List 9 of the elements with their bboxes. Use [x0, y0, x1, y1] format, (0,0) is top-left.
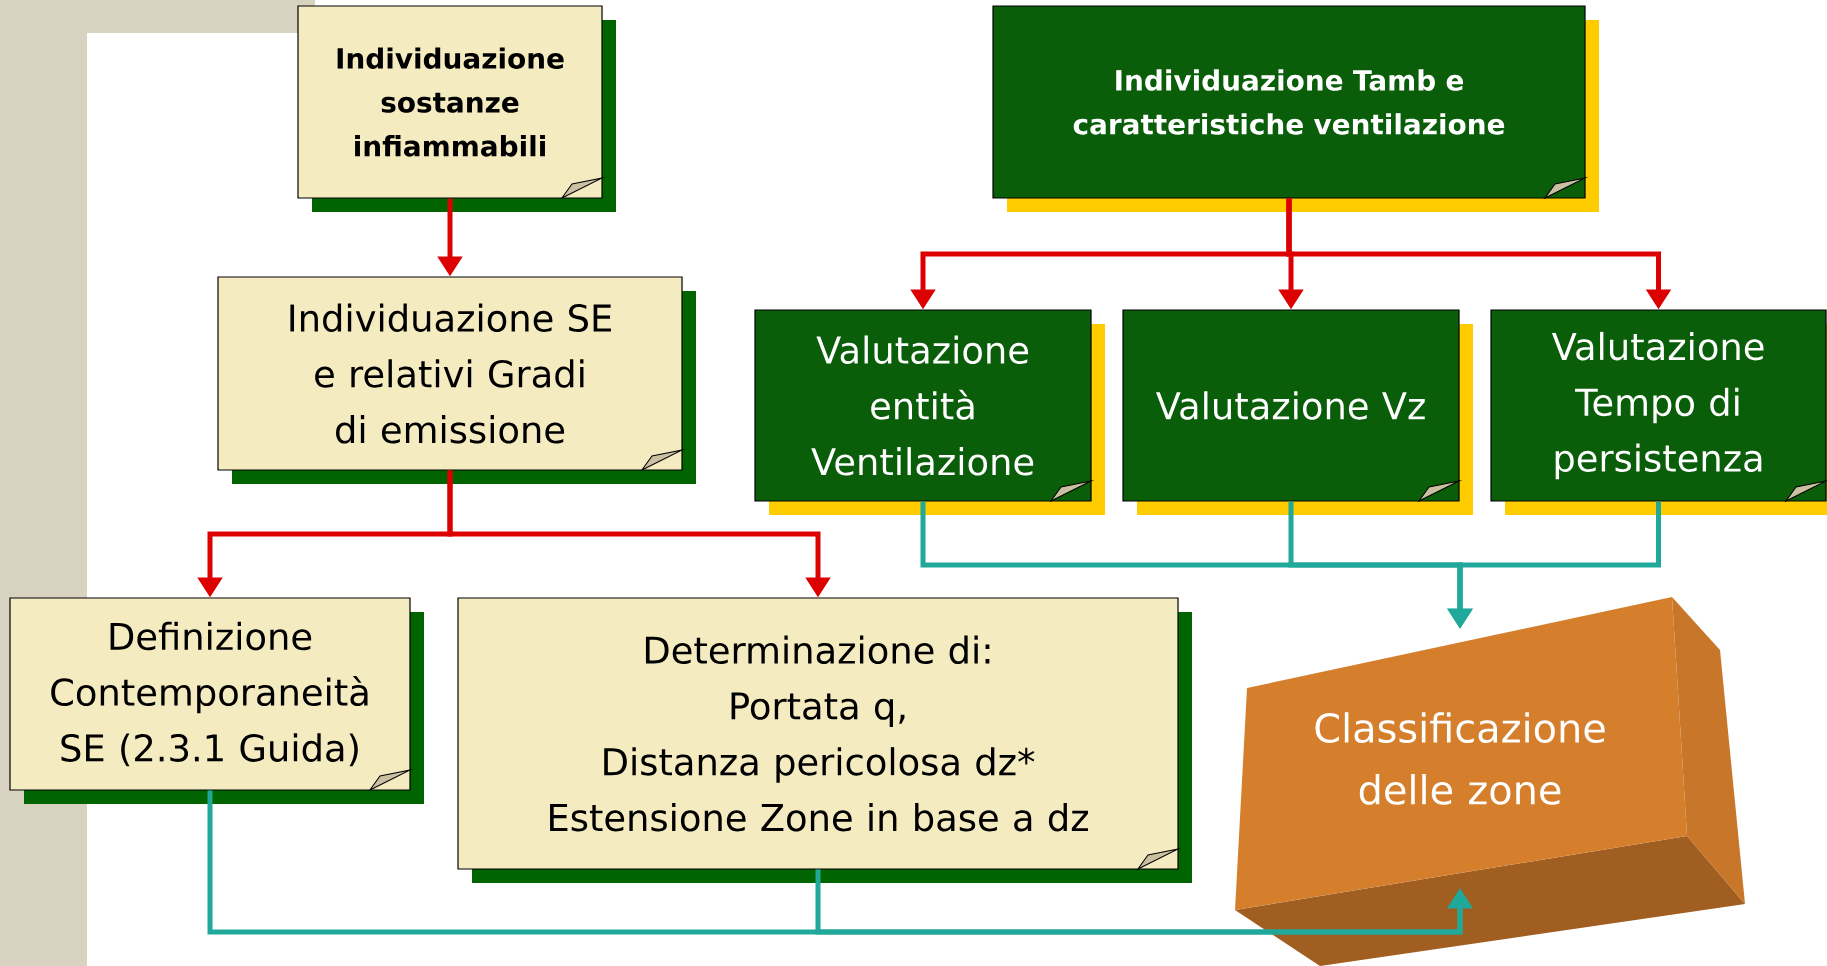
block-box: Classificazione delle zone: [1235, 597, 1745, 966]
note-box: Valutazione Vz: [1122, 309, 1473, 515]
note-box: Individuazione sostanze infiammabili: [297, 5, 616, 212]
note-box: Valutazione entità Ventilazione: [754, 309, 1105, 515]
note-box: Valutazione Tempo di persistenza: [1490, 309, 1827, 515]
note-box: Individuazione Tamb e caratteristiche ventilazione: [992, 5, 1599, 212]
note-box: Individuazione SE e relativi Gradi di emissione: [217, 276, 696, 484]
note-box: Definizione Contemporaneità SE (2.3.1 Guida): [9, 597, 424, 804]
note-box: Determinazione di: Portata q, Distanza pericolosa dz* Estensione Zone in base a dz: [457, 597, 1192, 883]
